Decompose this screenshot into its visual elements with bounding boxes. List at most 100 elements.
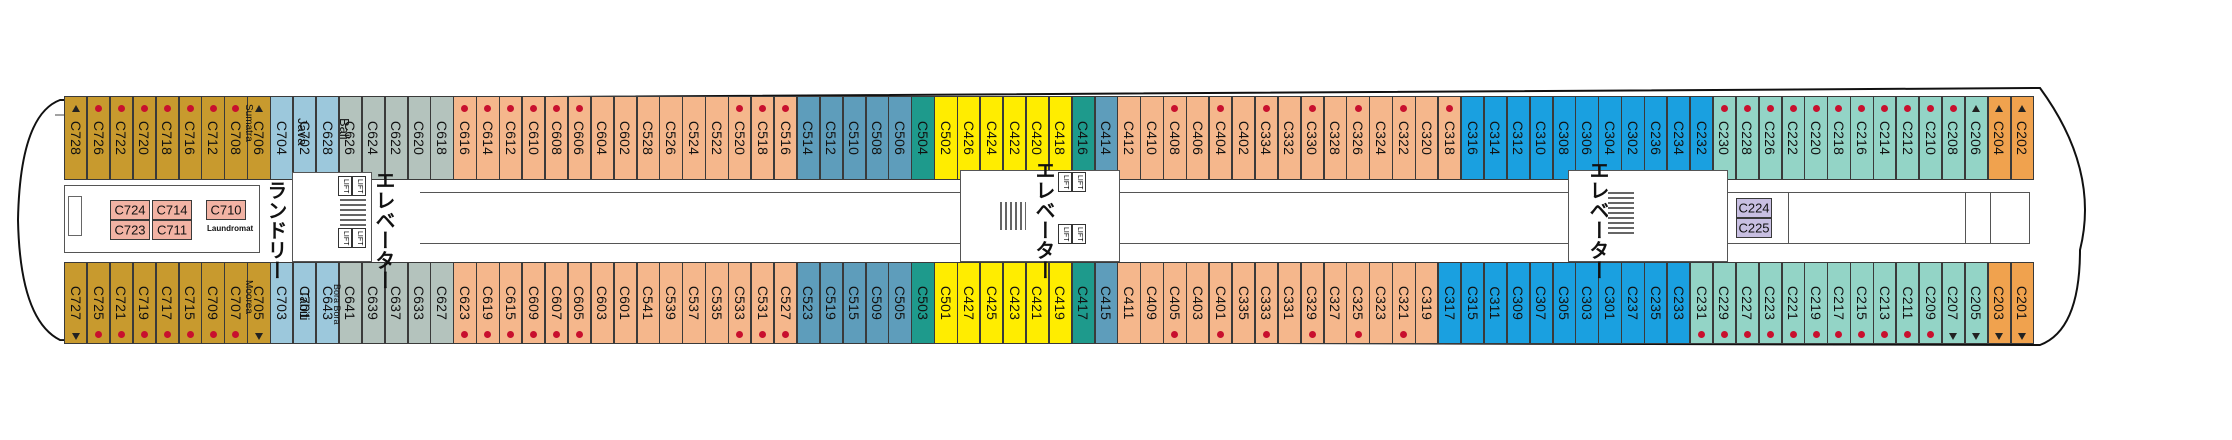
cabin-c717[interactable]: C717: [155, 262, 179, 344]
cabin-c207[interactable]: C207: [1941, 262, 1966, 344]
cabin-c504[interactable]: C504: [911, 96, 935, 180]
cabin-c230[interactable]: C230: [1712, 96, 1737, 180]
cabin-c329[interactable]: C329: [1300, 262, 1324, 344]
cabin-c509[interactable]: C509: [865, 262, 889, 344]
cabin-c401[interactable]: C401: [1209, 262, 1233, 344]
cabin-c317[interactable]: C317: [1438, 262, 1462, 344]
cabin-c510[interactable]: C510: [842, 96, 866, 180]
cabin-c607[interactable]: C607: [544, 262, 569, 344]
cabin-c512[interactable]: C512: [819, 96, 844, 180]
cabin-c206[interactable]: C206: [1964, 96, 1989, 180]
cabin-c703[interactable]: C703: [270, 262, 294, 344]
cabin-c310[interactable]: C310: [1529, 96, 1553, 180]
cabin-c515[interactable]: C515: [842, 262, 866, 344]
cabin-c219[interactable]: C219: [1804, 262, 1828, 344]
cabin-c608[interactable]: C608: [544, 96, 569, 180]
cabin-c419[interactable]: C419: [1048, 262, 1073, 344]
cabin-c333[interactable]: C333: [1254, 262, 1279, 344]
cabin-c425[interactable]: C425: [980, 262, 1004, 344]
cabin-c406[interactable]: C406: [1186, 96, 1210, 180]
cabin-c217[interactable]: C217: [1827, 262, 1851, 344]
cabin-c605[interactable]: C605: [567, 262, 592, 344]
cabin-c619[interactable]: C619: [476, 262, 500, 344]
cabin-c508[interactable]: C508: [865, 96, 889, 180]
cabin-c318[interactable]: C318: [1438, 96, 1462, 180]
interior-cabin[interactable]: C714: [152, 200, 192, 220]
cabin-c202[interactable]: C202: [2010, 96, 2034, 180]
cabin-c305[interactable]: C305: [1552, 262, 1576, 344]
cabin-c603[interactable]: C603: [590, 262, 615, 344]
cabin-c229[interactable]: C229: [1712, 262, 1737, 344]
cabin-c331[interactable]: C331: [1277, 262, 1302, 344]
cabin-c322[interactable]: C322: [1392, 96, 1416, 180]
cabin-c618[interactable]: C618: [430, 96, 454, 180]
cabin-c722[interactable]: C722: [109, 96, 134, 180]
cabin-c602[interactable]: C602: [613, 96, 637, 180]
cabin-c503[interactable]: C503: [911, 262, 935, 344]
cabin-c537[interactable]: C537: [682, 262, 706, 344]
cabin-c721[interactable]: C721: [109, 262, 134, 344]
cabin-c715[interactable]: C715: [178, 262, 202, 344]
cabin-c639[interactable]: C639: [361, 262, 386, 344]
cabin-c535[interactable]: C535: [705, 262, 729, 344]
cabin-c402[interactable]: C402: [1231, 96, 1256, 180]
cabin-c334[interactable]: C334: [1254, 96, 1279, 180]
cabin-c325[interactable]: C325: [1346, 262, 1370, 344]
cabin-c203[interactable]: C203: [1987, 262, 2011, 344]
cabin-c709[interactable]: C709: [201, 262, 225, 344]
cabin-c404[interactable]: C404: [1209, 96, 1233, 180]
cabin-c201[interactable]: C201: [2010, 262, 2034, 344]
cabin-c213[interactable]: C213: [1873, 262, 1897, 344]
cabin-c524[interactable]: C524: [682, 96, 706, 180]
cabin-c319[interactable]: C319: [1415, 262, 1439, 344]
cabin-c412[interactable]: C412: [1117, 96, 1141, 180]
cabin-c330[interactable]: C330: [1300, 96, 1324, 180]
cabin-c211[interactable]: C211: [1896, 262, 1920, 344]
cabin-c541[interactable]: C541: [636, 262, 660, 344]
cabin-c422[interactable]: C422: [1002, 96, 1027, 180]
cabin-c332[interactable]: C332: [1277, 96, 1302, 180]
cabin-c221[interactable]: C221: [1781, 262, 1805, 344]
cabin-c233[interactable]: C233: [1667, 262, 1691, 344]
cabin-c637[interactable]: C637: [384, 262, 408, 344]
cabin-c527[interactable]: C527: [773, 262, 798, 344]
cabin-c222[interactable]: C222: [1781, 96, 1805, 180]
cabin-c718[interactable]: C718: [155, 96, 179, 180]
cabin-c223[interactable]: C223: [1758, 262, 1782, 344]
cabin-c303[interactable]: C303: [1575, 262, 1599, 344]
cabin-c620[interactable]: C620: [407, 96, 431, 180]
cabin-c227[interactable]: C227: [1735, 262, 1760, 344]
cabin-c506[interactable]: C506: [888, 96, 912, 180]
cabin-c627[interactable]: C627: [430, 262, 454, 344]
cabin-c210[interactable]: C210: [1918, 96, 1943, 180]
cabin-c301[interactable]: C301: [1598, 262, 1622, 344]
cabin-c615[interactable]: C615: [499, 262, 523, 344]
cabin-c214[interactable]: C214: [1873, 96, 1897, 180]
cabin-c218[interactable]: C218: [1827, 96, 1851, 180]
cabin-c704[interactable]: C704: [270, 96, 294, 180]
cabin-c604[interactable]: C604: [590, 96, 615, 180]
cabin-c609[interactable]: C609: [522, 262, 546, 344]
cabin-c423[interactable]: C423: [1002, 262, 1027, 344]
cabin-c414[interactable]: C414: [1094, 96, 1118, 180]
cabin-c228[interactable]: C228: [1735, 96, 1760, 180]
cabin-c501[interactable]: C501: [934, 262, 958, 344]
cabin-c520[interactable]: C520: [728, 96, 752, 180]
cabin-c307[interactable]: C307: [1529, 262, 1553, 344]
cabin-c235[interactable]: C235: [1644, 262, 1668, 344]
cabin-c610[interactable]: C610: [522, 96, 546, 180]
cabin-c215[interactable]: C215: [1850, 262, 1874, 344]
cabin-c232[interactable]: C232: [1689, 96, 1714, 180]
cabin-c311[interactable]: C311: [1483, 262, 1508, 344]
cabin-c727[interactable]: C727: [64, 262, 88, 344]
cabin-c326[interactable]: C326: [1346, 96, 1370, 180]
cabin-c516[interactable]: C516: [773, 96, 798, 180]
cabin-c523[interactable]: C523: [796, 262, 821, 344]
cabin-c415[interactable]: C415: [1094, 262, 1118, 344]
cabin-c237[interactable]: C237: [1621, 262, 1645, 344]
cabin-c426[interactable]: C426: [957, 96, 981, 180]
cabin-c427[interactable]: C427: [957, 262, 981, 344]
cabin-c212[interactable]: C212: [1896, 96, 1920, 180]
cabin-c720[interactable]: C720: [132, 96, 157, 180]
cabin-c410[interactable]: C410: [1140, 96, 1164, 180]
